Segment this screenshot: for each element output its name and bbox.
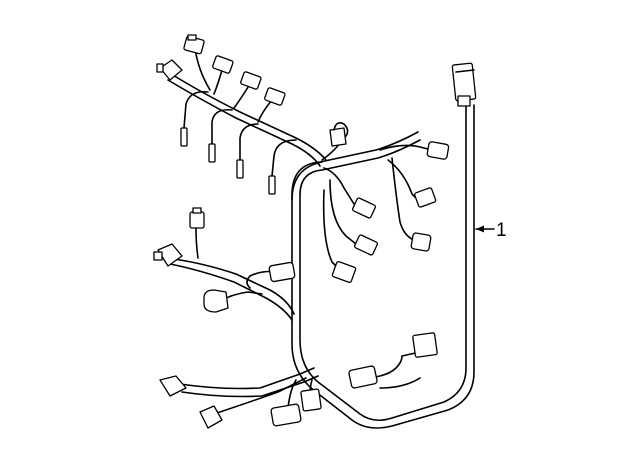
connector-left-3 [268,261,296,283]
connector-upper-mid [329,122,349,147]
bottom-branch-bundle [179,351,421,415]
sensor-probe-3 [236,159,244,179]
connector-bottom-right-2 [412,332,438,358]
connector-left-2 [153,243,183,267]
connector-bottom-3 [270,403,302,427]
connector-left-1 [189,207,205,229]
connector-top-right [451,62,477,107]
connector-right-5 [410,232,432,252]
connector-top-1 [183,34,205,55]
connector-bottom-1 [159,375,187,397]
connector-top-5 [264,87,286,106]
right-branch-bundle [322,144,433,269]
connector-right-4 [353,234,379,256]
connector-bottom-4 [300,388,322,412]
connector-top-4 [240,71,262,90]
connector-right-6 [331,260,357,284]
sensor-probe-4 [268,175,276,195]
callout-arrow-icon [476,225,484,233]
connector-right-2 [351,197,377,219]
callout-1: 1 [475,220,507,241]
connector-left-4 [203,289,229,313]
callout-label: 1 [496,220,507,241]
upper-branch-bundle [167,47,343,177]
connector-right-3 [414,187,437,208]
connector-bottom-2 [199,405,223,429]
connector-right-1 [426,141,450,160]
sensor-probe-1 [180,127,188,147]
connector-bottom-right-1 [348,365,378,389]
sensor-probe-2 [208,143,216,163]
connector-top-3 [212,55,234,74]
connector-top-2 [156,59,183,81]
